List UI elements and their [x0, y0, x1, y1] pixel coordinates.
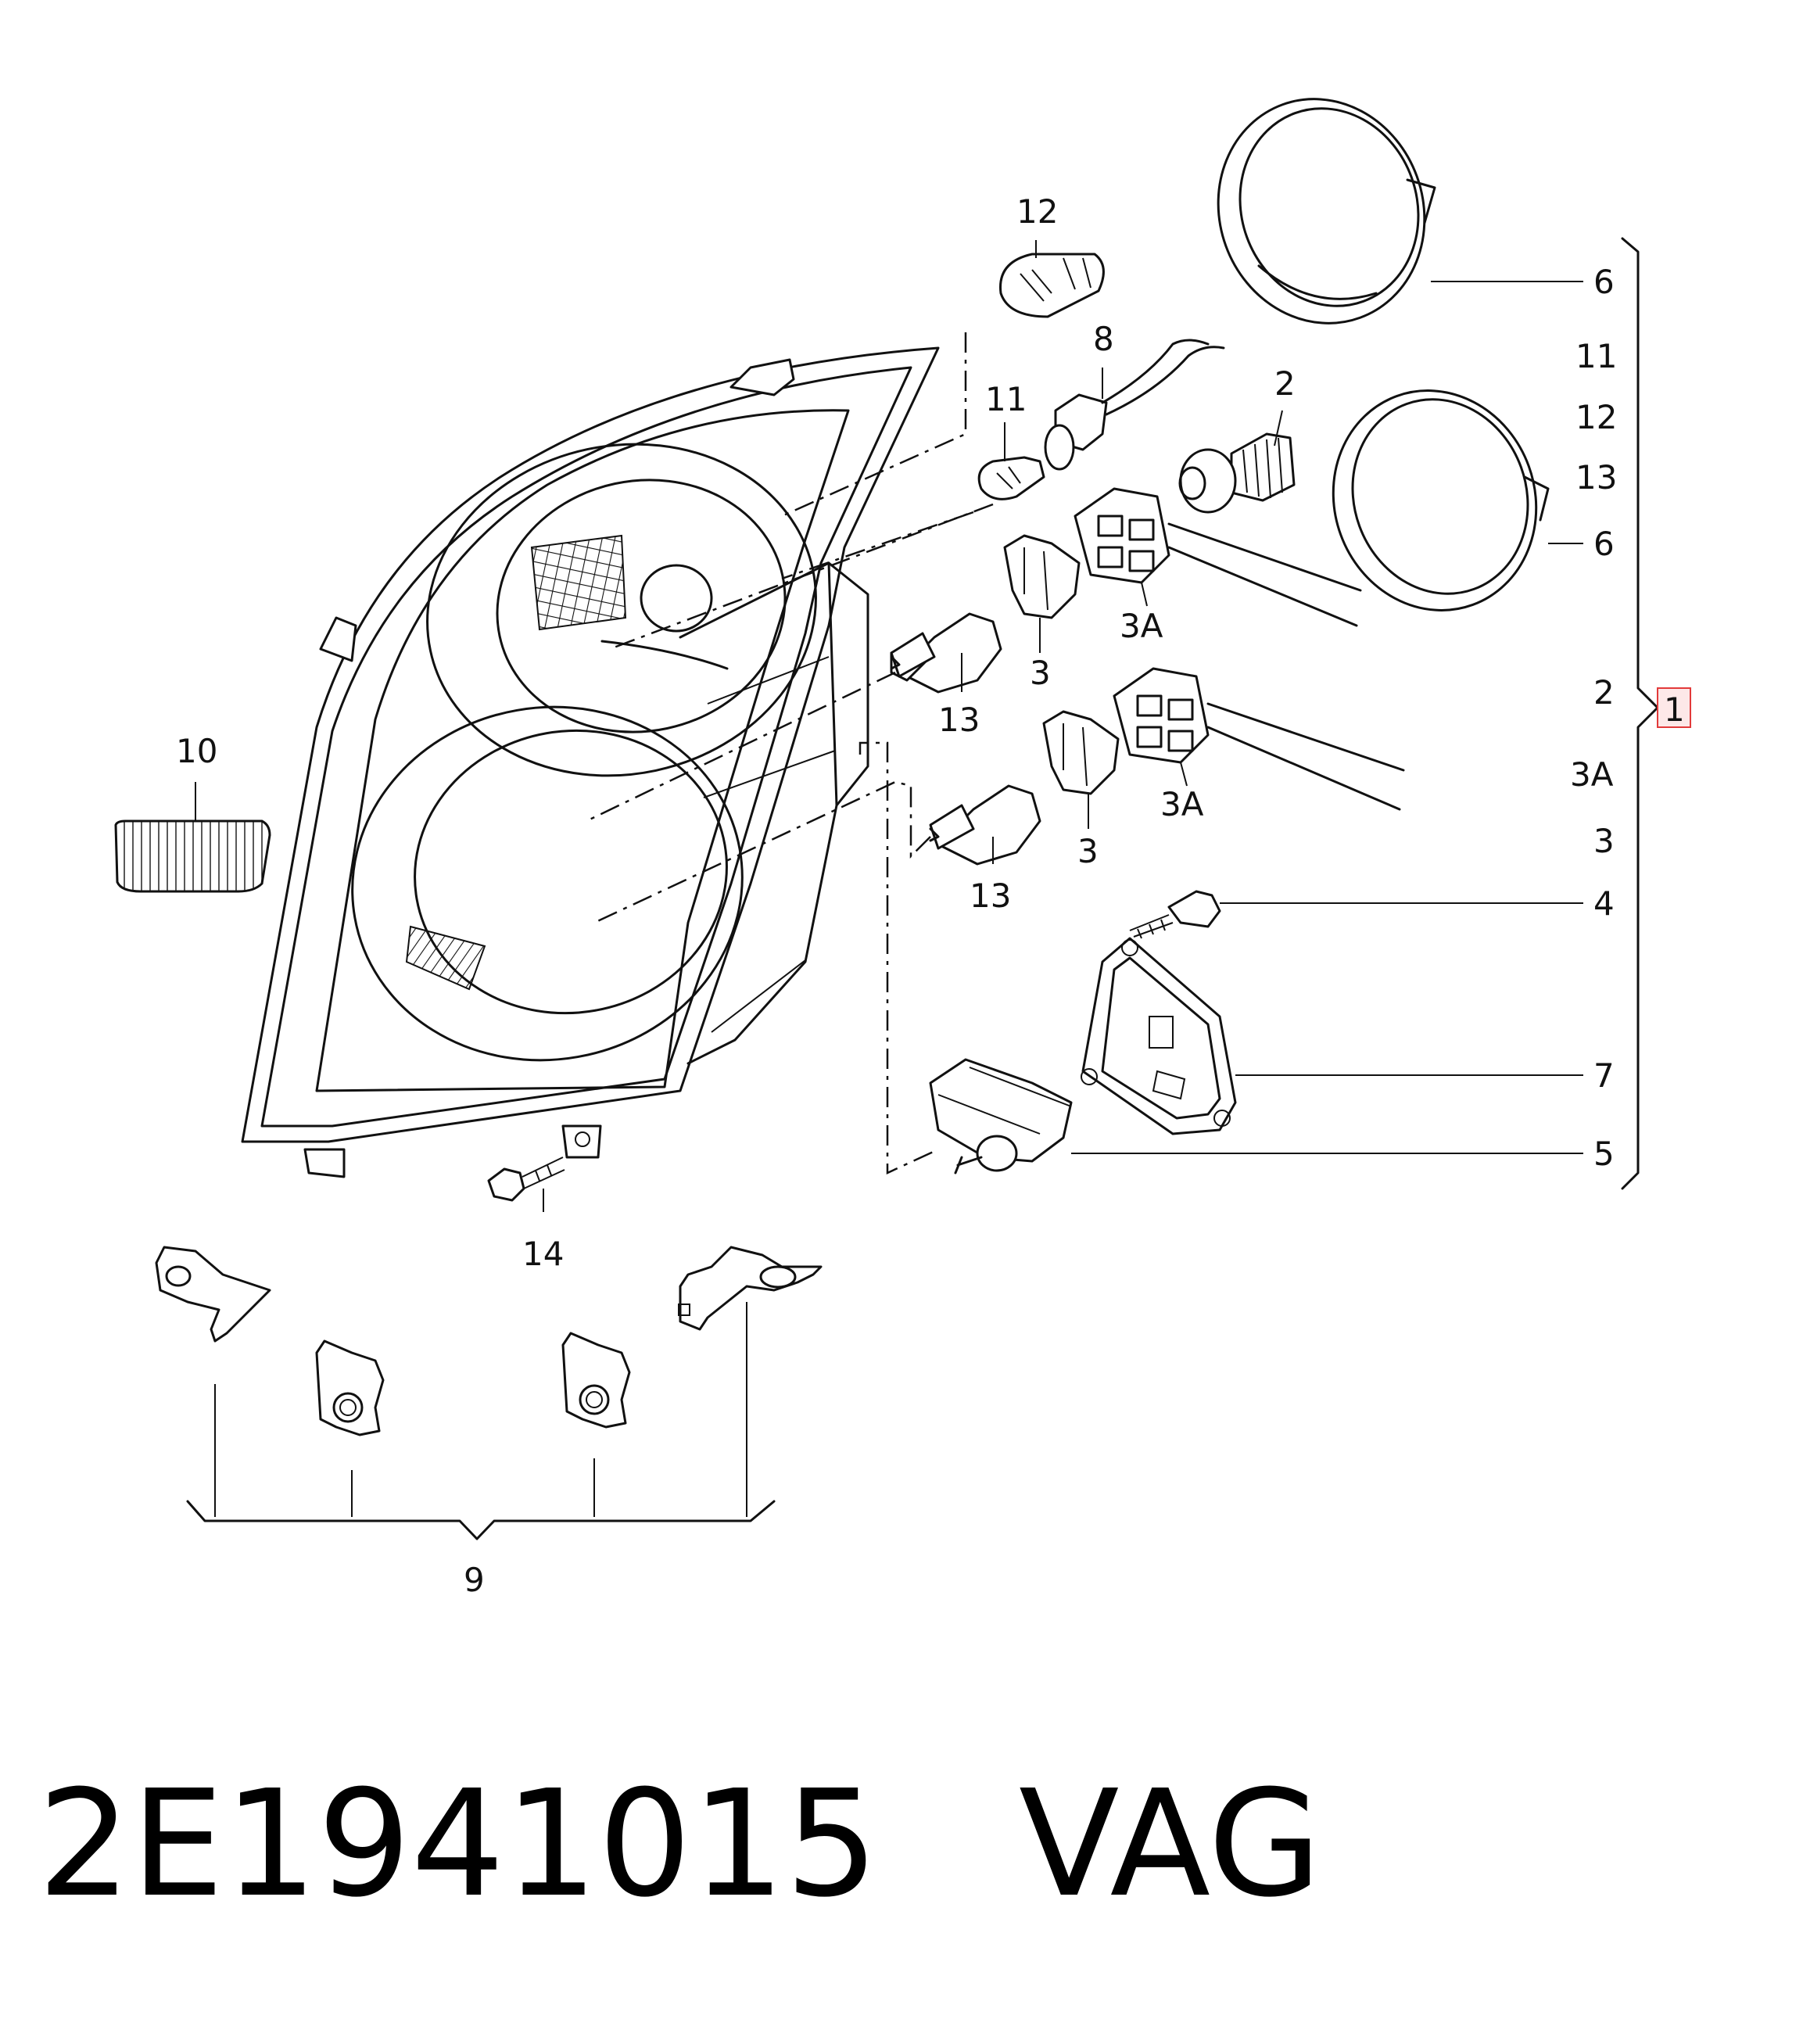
motor-5 — [929, 1058, 1073, 1174]
bracket-9-brace — [186, 1500, 776, 1540]
socket-8-wiring — [1044, 339, 1225, 471]
list-item: 7 — [1593, 1056, 1615, 1095]
list-item: 6 — [1593, 263, 1615, 301]
list-item: 3 — [1593, 822, 1615, 860]
bulb-2-indicator — [1178, 432, 1296, 514]
headlight-housing — [241, 346, 940, 1178]
list-item: 6 — [1593, 525, 1615, 563]
callout-3-upper: 3 — [1030, 654, 1051, 692]
assembly-dash-lines — [586, 332, 994, 1174]
callout-3-lower: 3 — [1077, 832, 1099, 870]
bulb-12-festoon — [999, 253, 1105, 318]
callout-13-lower: 13 — [970, 877, 1011, 915]
callout-3a-upper: 3A — [1120, 607, 1163, 645]
holder-3-upper — [1003, 534, 1081, 619]
part-caption: 2E1941015 VAG — [38, 1771, 1322, 1918]
leader-lines — [195, 240, 1583, 1517]
callout-9: 9 — [464, 1561, 485, 1599]
callout-labels: 12 8 11 2 3A 3 13 3A 3 13 10 14 9 — [176, 192, 1296, 1599]
list-item: 5 — [1593, 1135, 1615, 1173]
callout-14: 14 — [522, 1235, 564, 1273]
screw-14 — [487, 1156, 565, 1202]
assembly-list: 1 6 11 12 13 6 2 3A 3 4 7 5 — [1570, 263, 1685, 1173]
list-item: 12 — [1575, 398, 1617, 436]
bulb-11-wedge — [977, 456, 1045, 500]
list-item: 3A — [1570, 755, 1614, 794]
part-number: 2E1941015 — [38, 1759, 879, 1930]
assembly-head-1: 1 — [1664, 690, 1685, 729]
callout-8: 8 — [1093, 320, 1114, 358]
bracket-9-d — [678, 1246, 823, 1331]
callout-10: 10 — [176, 732, 217, 770]
callout-12: 12 — [1016, 192, 1058, 231]
bulb-13-lower — [929, 784, 1041, 866]
cover-10 — [114, 819, 271, 893]
gasket-7 — [1081, 937, 1237, 1135]
list-item: 4 — [1593, 884, 1615, 923]
brand-name: VAG — [1018, 1759, 1322, 1930]
callout-2: 2 — [1274, 364, 1296, 403]
list-item: 11 — [1575, 337, 1617, 375]
lamp-ring-upper — [1217, 98, 1436, 325]
connector-3a-lower — [1113, 667, 1405, 811]
list-item: 2 — [1593, 673, 1615, 712]
assembly-brace — [1621, 237, 1691, 1190]
bracket-9-a — [155, 1246, 271, 1343]
highlight-box-1[interactable] — [1657, 687, 1691, 728]
bracket-9-c — [561, 1332, 631, 1429]
connector-3a-upper — [1074, 487, 1362, 627]
screw-4 — [1129, 890, 1221, 939]
bulb-13-upper — [890, 612, 1002, 694]
callout-13-upper: 13 — [938, 701, 980, 739]
bracket-9-b — [315, 1339, 385, 1436]
list-item: 13 — [1575, 458, 1617, 497]
lamp-ring-lower — [1332, 389, 1550, 611]
holder-3-lower — [1042, 710, 1120, 795]
callout-3a-lower: 3A — [1160, 785, 1204, 823]
callout-11: 11 — [985, 380, 1027, 418]
